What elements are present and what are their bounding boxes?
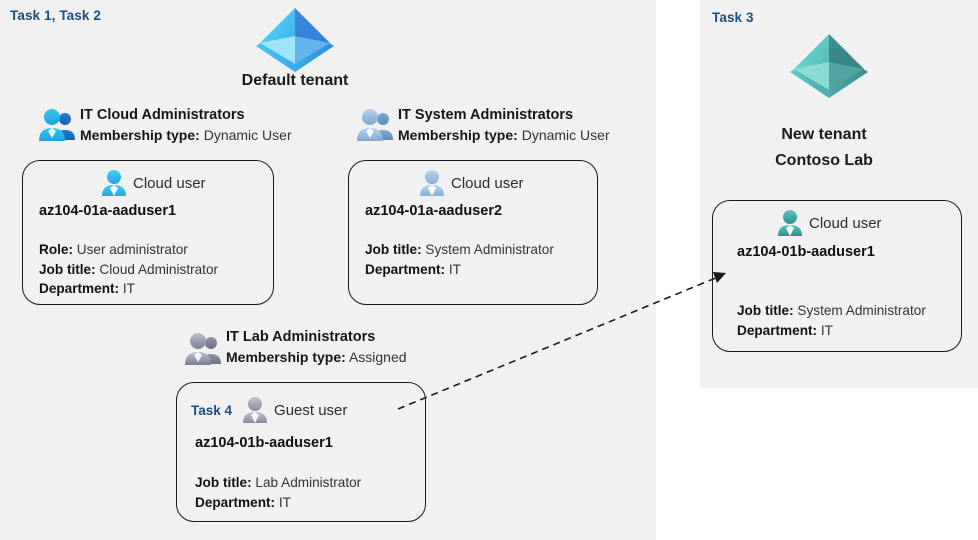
group-block-cloud-admins: IT Cloud Administrators Membership type:… xyxy=(80,106,292,145)
card-head-label-new-tenant-aaduser1: Cloud user xyxy=(809,214,882,232)
group-meta-system-admins: Membership type: Dynamic User xyxy=(398,125,610,145)
card-prop-department-aaduser1: Department: IT xyxy=(39,279,218,299)
default-tenant-panel xyxy=(0,0,656,540)
card-props-new-tenant-aaduser1: Job title: System Administrator Departme… xyxy=(737,301,926,340)
task-label-1-2: Task 1, Task 2 xyxy=(10,8,101,23)
card-head-new-tenant-aaduser1: Cloud user xyxy=(777,209,882,237)
prop-label: Job title: xyxy=(365,242,422,257)
azure-ad-tenant-icon-default xyxy=(252,2,338,78)
guest-user-icon xyxy=(242,396,268,424)
card-props-aaduser2: Job title: System Administrator Departme… xyxy=(365,240,554,279)
group-meta-lab-admins: Membership type: Assigned xyxy=(226,347,407,367)
card-props-aaduser1: Role: User administrator Job title: Clou… xyxy=(39,240,218,299)
card-head-label-aaduser2: Cloud user xyxy=(451,174,524,192)
user-card-aaduser2[interactable]: Cloud user az104-01a-aaduser2 Job title:… xyxy=(348,160,598,305)
prop-label: Department: xyxy=(737,322,818,338)
card-prop-role-aaduser1: Role: User administrator xyxy=(39,240,218,260)
card-prop-department-aaduser2: Department: IT xyxy=(365,260,554,280)
group-title-lab-admins: IT Lab Administrators xyxy=(226,329,376,345)
card-head-label-aaduser1: Cloud user xyxy=(133,174,206,192)
card-prop-jobtitle-guest-aaduser1: Job title: Lab Administrator xyxy=(195,473,361,493)
card-name-new-tenant-aaduser1: az104-01b-aaduser1 xyxy=(737,244,875,260)
card-prop-department-guest-aaduser1: Department: IT xyxy=(195,493,361,513)
group-meta-cloud-admins: Membership type: Dynamic User xyxy=(80,125,292,145)
group-meta-label-cloud-admins: Membership type: xyxy=(80,127,200,143)
prop-label: Role: xyxy=(39,242,73,257)
prop-value: System Administrator xyxy=(797,303,926,318)
cloud-user-icon-new-tenant xyxy=(777,209,803,237)
card-prop-jobtitle-new-tenant-aaduser1: Job title: System Administrator xyxy=(737,301,926,321)
azure-ad-tenant-icon-new xyxy=(786,28,872,104)
group-block-lab-admins: IT Lab Administrators Membership type: A… xyxy=(226,328,407,367)
card-props-guest-aaduser1: Job title: Lab Administrator Department:… xyxy=(195,473,361,512)
prop-value: User administrator xyxy=(76,242,188,257)
group-title-system-admins: IT System Administrators xyxy=(398,107,574,123)
task-label-4: Task 4 xyxy=(191,402,233,418)
group-users-icon-lab-admins xyxy=(184,332,224,366)
prop-label: Job title: xyxy=(39,261,96,277)
prop-value: Lab Administrator xyxy=(255,475,362,490)
card-prop-department-new-tenant-aaduser1: Department: IT xyxy=(737,321,926,341)
prop-value: IT xyxy=(278,494,291,510)
prop-label: Department: xyxy=(195,494,276,510)
prop-value: IT xyxy=(448,261,461,277)
prop-label: Job title: xyxy=(195,475,252,490)
default-tenant-caption: Default tenant xyxy=(241,72,349,89)
cloud-user-icon-aaduser2 xyxy=(419,169,445,197)
prop-value: IT xyxy=(122,281,135,296)
group-meta-label-system-admins: Membership type: xyxy=(398,127,518,143)
prop-value: IT xyxy=(820,322,833,338)
group-title-cloud-admins: IT Cloud Administrators xyxy=(80,107,245,123)
card-prop-jobtitle-aaduser2: Job title: System Administrator xyxy=(365,240,554,260)
user-card-new-tenant-aaduser1[interactable]: Cloud user az104-01b-aaduser1 Job title:… xyxy=(712,200,962,352)
card-head-label-guest-aaduser1: Guest user xyxy=(274,401,348,419)
card-name-aaduser1: az104-01a-aaduser1 xyxy=(39,203,177,219)
card-head-aaduser2: Cloud user xyxy=(419,169,524,197)
group-meta-label-lab-admins: Membership type: xyxy=(226,349,346,365)
user-card-aaduser1[interactable]: Cloud user az104-01a-aaduser1 Role: User… xyxy=(22,160,274,305)
card-prop-jobtitle-aaduser1: Job title: Cloud Administrator xyxy=(39,260,218,280)
card-head-aaduser1: Cloud user xyxy=(101,169,206,197)
card-name-guest-aaduser1: az104-01b-aaduser1 xyxy=(195,435,333,451)
new-tenant-caption-line1: New tenant xyxy=(781,126,867,143)
card-name-aaduser2: az104-01a-aaduser2 xyxy=(365,203,503,219)
group-meta-value-cloud-admins: Dynamic User xyxy=(203,127,292,143)
user-card-guest-aaduser1[interactable]: Task 4 Guest user az104-01b-aaduser1 xyxy=(176,382,426,522)
group-users-icon-system-admins xyxy=(356,108,396,142)
card-head-guest-aaduser1: Task 4 Guest user xyxy=(191,396,347,424)
task-label-3: Task 3 xyxy=(712,10,754,25)
group-meta-value-lab-admins: Assigned xyxy=(348,349,407,365)
prop-value: Cloud Administrator xyxy=(99,261,219,277)
prop-value: System Administrator xyxy=(425,242,554,257)
group-block-system-admins: IT System Administrators Membership type… xyxy=(398,106,610,145)
prop-label: Department: xyxy=(39,281,120,296)
cloud-user-icon-aaduser1 xyxy=(101,169,127,197)
prop-label: Job title: xyxy=(737,303,794,318)
new-tenant-caption-line2: Contoso Lab xyxy=(775,152,873,169)
group-meta-value-system-admins: Dynamic User xyxy=(521,127,610,143)
prop-label: Department: xyxy=(365,261,446,277)
group-users-icon-cloud-admins xyxy=(38,108,78,142)
